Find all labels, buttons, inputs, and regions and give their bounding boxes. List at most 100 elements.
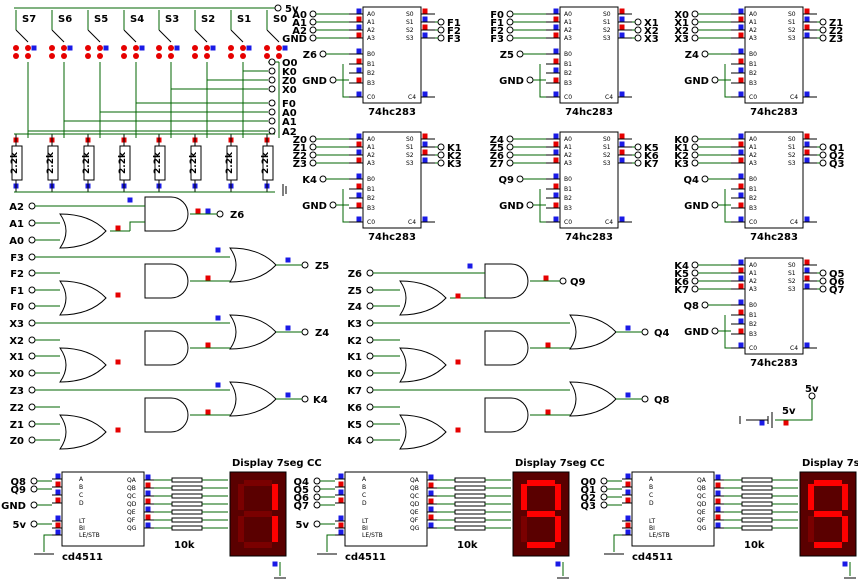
adder-pin-S2: S2 bbox=[788, 152, 796, 159]
decoder-pin-QG: QG bbox=[127, 525, 137, 532]
pin-marker bbox=[127, 197, 133, 203]
pin-marker bbox=[715, 522, 721, 528]
pin-marker bbox=[285, 392, 291, 398]
adder-pin-A2: A2 bbox=[564, 27, 572, 34]
adder-gnd-terminal bbox=[711, 76, 719, 84]
gate-input-terminal bbox=[366, 336, 374, 344]
pin-marker bbox=[804, 8, 810, 14]
adder-input-label: K6 bbox=[674, 277, 689, 288]
pin-marker bbox=[738, 183, 744, 189]
adder-input-label: Z4 bbox=[490, 135, 504, 146]
segment-a bbox=[814, 480, 842, 486]
pin-marker bbox=[738, 318, 744, 324]
segment-resistor bbox=[454, 493, 486, 499]
adder-b-terminal bbox=[701, 175, 709, 183]
pin-marker bbox=[356, 91, 362, 97]
adder-pin-A1: A1 bbox=[749, 270, 757, 277]
adder-pin-B0: B0 bbox=[749, 51, 757, 58]
resistor-label: 2.2k bbox=[153, 151, 163, 174]
switch-contact bbox=[97, 53, 103, 59]
gate-input-label-Z4: Z4 bbox=[348, 302, 362, 313]
or-gate bbox=[399, 414, 447, 450]
adder-output-label: Z3 bbox=[829, 34, 843, 45]
decoder-name: cd4511 bbox=[632, 552, 673, 563]
pin-marker bbox=[553, 8, 559, 14]
pin-marker bbox=[205, 275, 211, 281]
adder-input-label: A1 bbox=[292, 18, 307, 29]
segment-f bbox=[521, 484, 527, 510]
pin-marker bbox=[738, 275, 744, 281]
adder-output-label: Q6 bbox=[829, 277, 845, 288]
pin-marker bbox=[55, 489, 61, 495]
adder-b-terminal bbox=[516, 50, 524, 58]
decoder-pin-QE: QE bbox=[697, 509, 706, 516]
and-gate bbox=[484, 263, 529, 299]
and-gate bbox=[144, 397, 189, 433]
segment-resistor bbox=[454, 517, 486, 523]
adder-pin-B0: B0 bbox=[564, 51, 572, 58]
resistor-label: 2.2k bbox=[10, 151, 20, 174]
pin-marker bbox=[619, 149, 625, 155]
segment-resistor bbox=[171, 501, 203, 507]
adder-pin-A2: A2 bbox=[749, 278, 757, 285]
resistor bbox=[262, 145, 274, 181]
pin-marker bbox=[619, 8, 625, 14]
adder-name: 74hc283 bbox=[750, 107, 798, 118]
adder-chip bbox=[362, 131, 422, 229]
adder-name: 74hc283 bbox=[565, 107, 613, 118]
adder-output-label: K2 bbox=[447, 151, 462, 162]
segment-e bbox=[521, 516, 527, 542]
pin-marker bbox=[428, 506, 434, 512]
pin-marker bbox=[619, 141, 625, 147]
adder-pin-A1: A1 bbox=[367, 144, 375, 151]
display-title: Display 7seg CC bbox=[232, 458, 322, 469]
adder-pin-B3: B3 bbox=[749, 205, 757, 212]
decoder-resistor-label: 10k bbox=[174, 540, 195, 551]
or-gate bbox=[569, 381, 617, 417]
switch-contact bbox=[168, 45, 174, 51]
adder-pin-A0: A0 bbox=[367, 136, 375, 143]
switch-contact bbox=[264, 45, 270, 51]
gate-input-label-X1: X1 bbox=[9, 352, 24, 363]
decoder-pin-QC: QC bbox=[127, 493, 136, 500]
adder-gnd-terminal bbox=[526, 201, 534, 209]
decoder-pin-LT: LT bbox=[79, 518, 86, 525]
gate-input-terminal bbox=[28, 386, 36, 394]
pin-marker bbox=[145, 498, 151, 504]
adder-input-terminal bbox=[691, 135, 699, 143]
pin-marker bbox=[356, 149, 362, 155]
pin-marker bbox=[625, 481, 631, 487]
decoder-input-terminal bbox=[600, 493, 608, 501]
or-gate bbox=[229, 381, 277, 417]
decoder-pin-QC: QC bbox=[410, 493, 419, 500]
or-gate bbox=[59, 414, 107, 450]
pin-marker bbox=[738, 192, 744, 198]
adder-input-terminal bbox=[506, 151, 514, 159]
adder-gnd-label: GND bbox=[684, 201, 709, 212]
pin-marker bbox=[804, 24, 810, 30]
segment-e bbox=[808, 516, 814, 542]
decoder-input-label: Q6 bbox=[294, 493, 310, 504]
adder-input-label: X1 bbox=[674, 18, 689, 29]
pin-marker bbox=[356, 32, 362, 38]
decoder-pin-LT: LT bbox=[362, 518, 369, 525]
segment-resistor bbox=[171, 477, 203, 483]
adder-b-label: Z5 bbox=[500, 50, 514, 61]
adder-input-label: X2 bbox=[674, 26, 689, 37]
adder-pin-C0: C0 bbox=[564, 94, 572, 101]
pin-marker bbox=[356, 67, 362, 73]
adder-output-terminal bbox=[819, 143, 827, 151]
pin-marker bbox=[738, 267, 744, 273]
adder-input-terminal bbox=[506, 26, 514, 34]
switch-contact bbox=[240, 45, 246, 51]
adder-output-terminal bbox=[634, 143, 642, 151]
adder-pin-A3: A3 bbox=[749, 286, 757, 293]
adder-output-terminal bbox=[437, 151, 445, 159]
adder-pin-S0: S0 bbox=[788, 136, 796, 143]
pin-marker bbox=[145, 490, 151, 496]
decoder-pin-C: C bbox=[649, 492, 653, 499]
adder-chip bbox=[362, 6, 422, 104]
decoder-pin-B: B bbox=[362, 484, 366, 491]
adder-pin-B0: B0 bbox=[564, 176, 572, 183]
adder-input-terminal bbox=[309, 18, 317, 26]
